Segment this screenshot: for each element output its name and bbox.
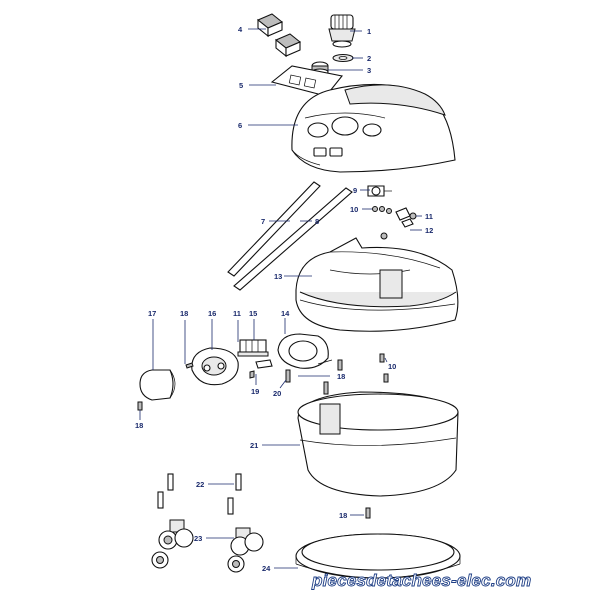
- part-22-pins: [157, 473, 242, 515]
- part-24-base-ring: [295, 533, 461, 579]
- part-17-side-cap: [139, 369, 176, 401]
- callout-11b: 11: [233, 309, 241, 318]
- part-16-motor-plate: [191, 347, 239, 386]
- part-14-bracket: [277, 333, 333, 369]
- callout-22: 22: [196, 480, 204, 489]
- callout-10b: 10: [388, 362, 396, 371]
- callout-1: 1: [367, 27, 371, 36]
- part-7-8-tubes: [227, 181, 353, 291]
- callout-4: 4: [238, 25, 243, 34]
- callout-3: 3: [367, 66, 371, 75]
- callout-18a: 18: [180, 309, 188, 318]
- callout-21: 21: [250, 441, 258, 450]
- part-2-washer: [332, 54, 354, 62]
- callout-6: 6: [238, 121, 242, 130]
- callout-2: 2: [367, 54, 371, 63]
- part-4-switches: [257, 13, 301, 58]
- callout-9: 9: [353, 186, 357, 195]
- leader-lines: [139, 28, 422, 569]
- callout-18d: 18: [339, 511, 347, 520]
- part-1-knob: [328, 14, 356, 48]
- callout-18b: 18: [337, 372, 345, 381]
- watermark-text: piecesdetachees-elec.com: [311, 571, 531, 590]
- part-15-terminal: [237, 339, 273, 369]
- callout-18c: 18: [135, 421, 143, 430]
- part-5-gasket: [270, 65, 343, 97]
- callout-17: 17: [148, 309, 156, 318]
- part-9-valve: [367, 185, 392, 197]
- callout-16: 16: [208, 309, 216, 318]
- callout-7: 7: [261, 217, 265, 226]
- callout-13: 13: [274, 272, 282, 281]
- part-6-top-cover: [291, 83, 456, 173]
- callout-24: 24: [262, 564, 271, 573]
- small-fittings: [372, 206, 417, 240]
- callout-15: 15: [249, 309, 257, 318]
- part-21-lower-base: [297, 391, 459, 497]
- callout-14: 14: [281, 309, 290, 318]
- callout-23: 23: [194, 534, 202, 543]
- callout-19: 19: [251, 387, 259, 396]
- screws: [137, 353, 389, 519]
- part-13-middle-housing: [295, 237, 459, 332]
- callout-10a: 10: [350, 205, 358, 214]
- callout-20: 20: [273, 389, 281, 398]
- callout-5: 5: [239, 81, 243, 90]
- callout-12a: 12: [425, 226, 433, 235]
- callout-8: 8: [315, 217, 319, 226]
- callout-11a: 11: [425, 212, 433, 221]
- callout-labels: 1 2 3 4 5 6 7 8 9 10 11 12 13 14 15 16 1…: [135, 25, 433, 573]
- part-23-casters: [151, 519, 264, 573]
